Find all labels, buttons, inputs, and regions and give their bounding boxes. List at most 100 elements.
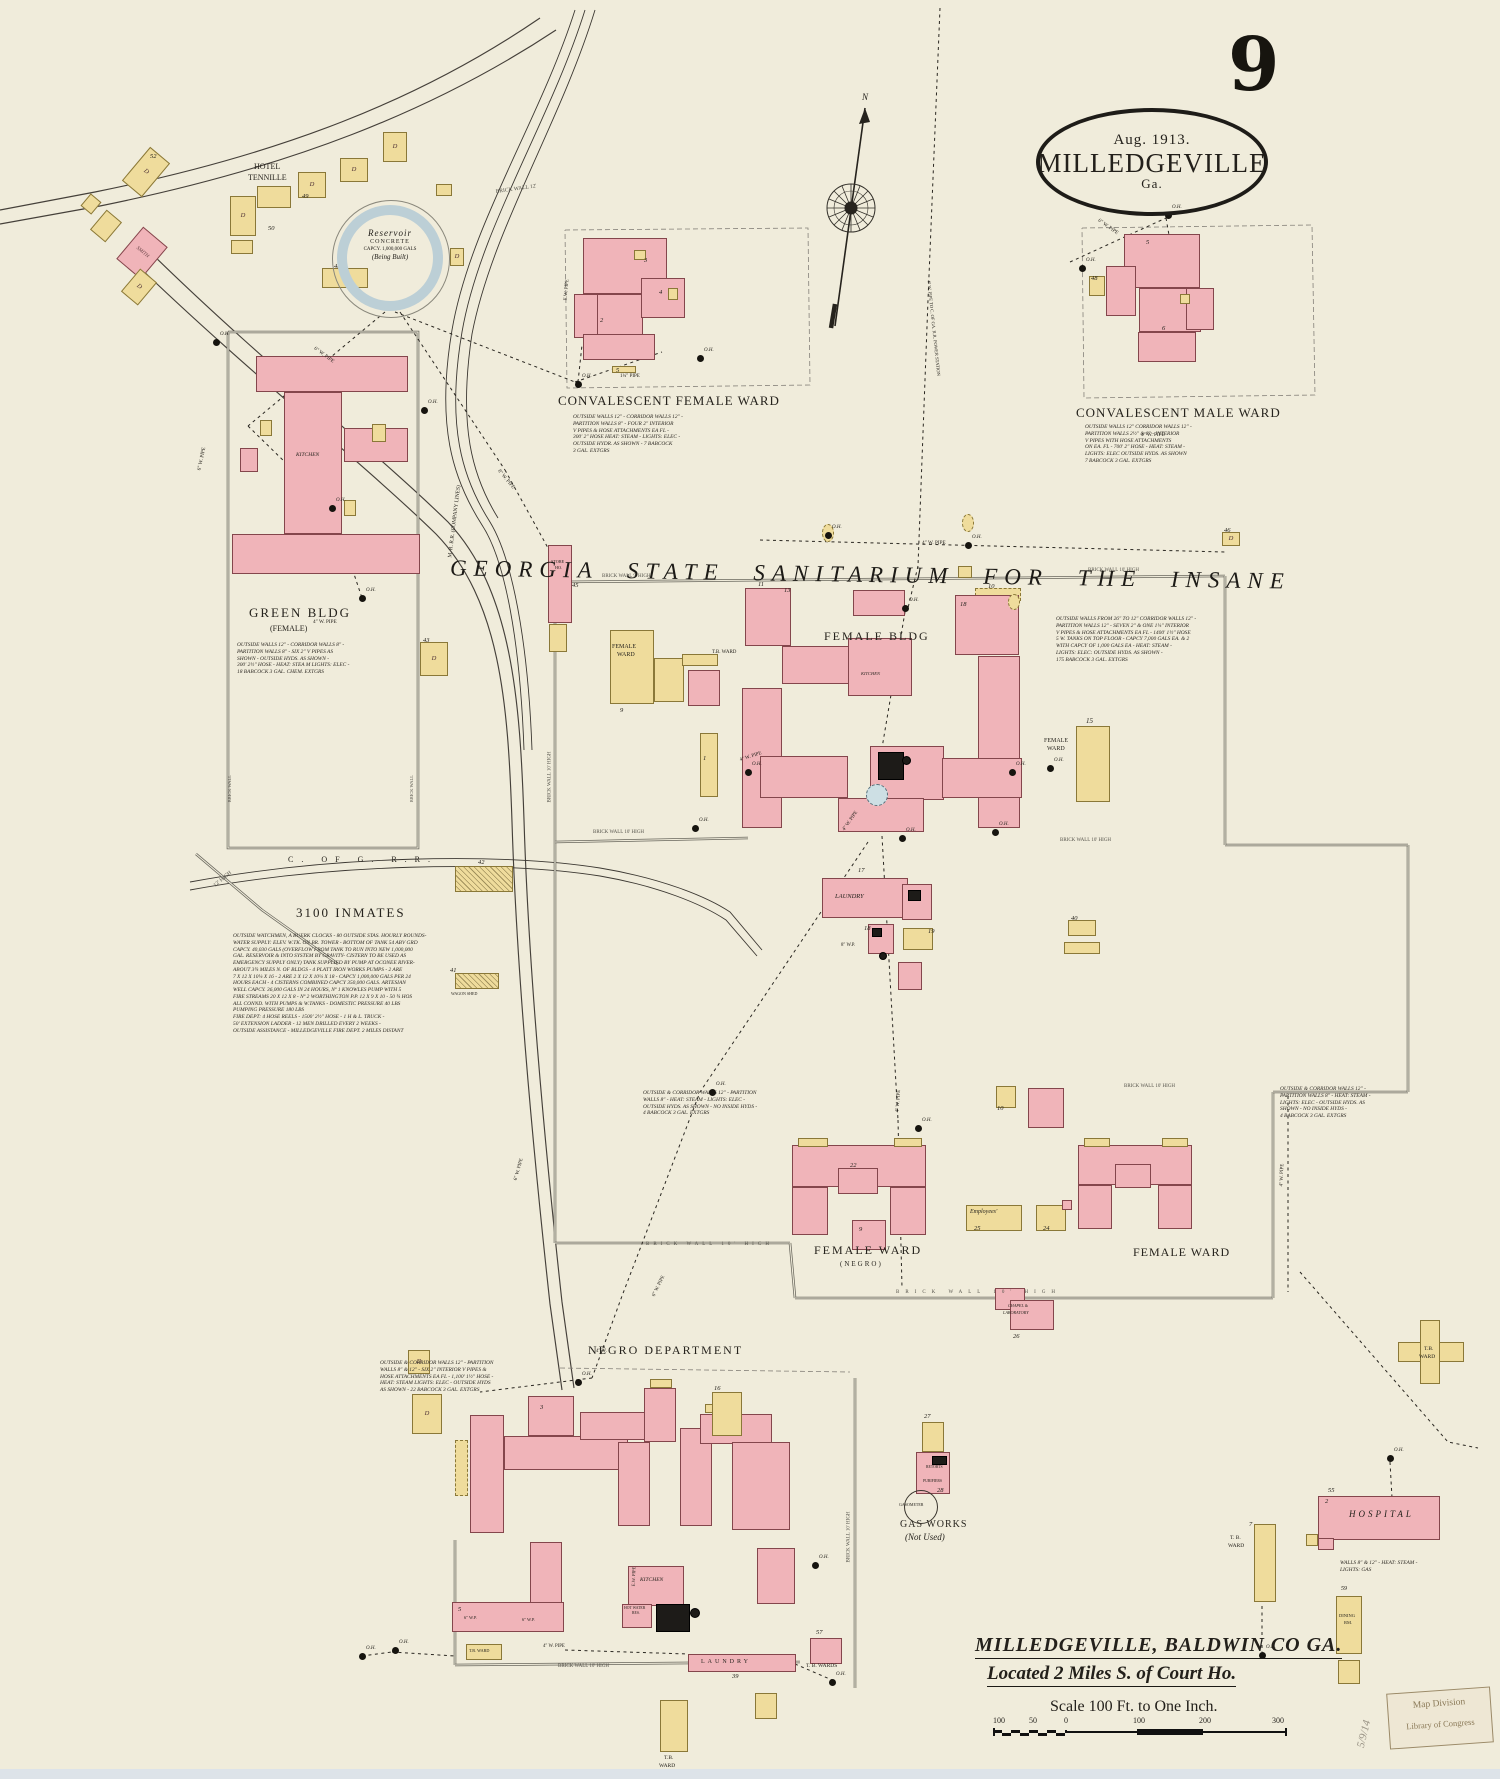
note-line: OUTSIDE & CORRIDOR WALLS 12″ - xyxy=(1280,1086,1366,1092)
map-label: 26 xyxy=(1013,1333,1020,1340)
map-label: FEMALE WARD xyxy=(1133,1245,1231,1259)
note-line: LIGHTS: ELEC - OUTSIDE HYDS. AS xyxy=(1280,1099,1365,1106)
map-label: 4″ W. PIPE xyxy=(922,540,946,546)
map-building xyxy=(1186,288,1214,330)
map-building xyxy=(853,590,905,616)
railroad-line xyxy=(445,9,576,751)
hydrant-label: O.H. xyxy=(1054,758,1064,763)
map-label: 3100 INMATES xyxy=(296,905,406,920)
building-number: D xyxy=(431,654,437,662)
note-line: WITH CAPCY OF 1,000 GALS EA - HEAT: STEA… xyxy=(1056,643,1172,649)
footer-location-title: MILLEDGEVILLE, BALDWIN CO GA. xyxy=(975,1634,1343,1659)
hydrant-label: O.H. xyxy=(1394,1448,1404,1453)
map-label: GAS WORKS xyxy=(900,1519,968,1530)
water-pipe xyxy=(907,565,919,609)
map-label: 40 xyxy=(1071,915,1078,922)
map-label: LAUNDRY xyxy=(835,893,864,900)
map-building xyxy=(597,294,643,336)
note-line: 300' 2″ HOSE HEAT: STEAM - LIGHTS: ELEC … xyxy=(573,434,681,441)
map-label: 55 xyxy=(1328,1487,1335,1494)
hydrant-label: O.H. xyxy=(699,818,709,823)
map-label: BRICK WALL 9' HIGH xyxy=(602,574,651,579)
map-label: DINING xyxy=(1339,1613,1355,1618)
map-building xyxy=(455,866,513,892)
compass-north-label: N xyxy=(862,92,869,102)
hydrant-dot xyxy=(392,1647,399,1654)
map-building xyxy=(1078,1185,1112,1229)
map-building xyxy=(690,1608,700,1618)
railroad-line xyxy=(466,9,596,519)
map-label: WARD xyxy=(1047,746,1065,752)
hydrant-dot xyxy=(899,835,906,842)
map-building xyxy=(757,1548,795,1604)
map-building xyxy=(344,500,356,516)
map-building xyxy=(1420,1320,1440,1384)
female-bldg-notes: OUTSIDE WALLS FROM 26″ TO 12″ CORRIDOR W… xyxy=(1056,616,1246,663)
note-line: 7 BABCOCK 3 GAL. EXTGRS xyxy=(1085,457,1152,464)
map-building xyxy=(528,1396,574,1436)
map-label: T. B. xyxy=(1230,1535,1241,1541)
map-label: HOTEL xyxy=(254,162,281,171)
hydrant-label: O.H. xyxy=(922,1118,932,1123)
reservoir-capacity: CAPCY. 1,000,000 GALS xyxy=(363,246,417,252)
hospital-notes: WALLS 8″ & 12″ - HEAT: STEAM -LIGHTS: GA… xyxy=(1340,1560,1440,1574)
map-label: FEMALE BLDG xyxy=(824,629,930,643)
map-label: BRICK WALL xyxy=(408,774,414,803)
compass-rose xyxy=(826,107,876,329)
map-label: 27 xyxy=(924,1413,931,1420)
map-building xyxy=(732,1442,790,1530)
map-building xyxy=(1338,1660,1360,1684)
map-building: D xyxy=(450,248,464,266)
map-building xyxy=(1124,234,1200,288)
note-line: 7 X 12 X 10¼ X 16 - 2 ARE 2 X 12 X 10¼ X… xyxy=(233,973,411,980)
water-pipe xyxy=(794,1663,833,1681)
map-label: (Not Used) xyxy=(905,1532,945,1542)
brick-wall-inner xyxy=(554,575,1226,583)
map-label: 4″ W. xyxy=(596,1349,607,1354)
map-building xyxy=(903,928,933,950)
hydrant-dot xyxy=(213,339,220,346)
map-label: 28 xyxy=(937,1487,944,1494)
map-label: BRICK WALL 10' HIGH xyxy=(593,830,645,835)
map-building xyxy=(712,1392,742,1436)
brick-wall-inner xyxy=(195,853,339,965)
map-label: 11 xyxy=(758,581,765,588)
note-line: OUTSIDE HYDS. AS SHOWN - NO INSIDE HYDS … xyxy=(643,1103,758,1110)
map-label: 4″ W. PIPE xyxy=(313,619,337,625)
map-building xyxy=(260,420,272,436)
library-stamp: Map Division Library of Congress xyxy=(1386,1686,1494,1750)
map-label: RES. xyxy=(632,1611,640,1615)
map-label: 13 xyxy=(784,587,791,594)
map-building xyxy=(688,1654,796,1672)
map-label: KITCHEN xyxy=(861,671,881,676)
map-label: CHAPEL & xyxy=(1008,1303,1029,1308)
map-label: 4″ W. PIPE xyxy=(1141,432,1165,438)
map-building xyxy=(810,1638,842,1664)
map-label: 16 xyxy=(714,1385,721,1392)
map-building xyxy=(996,1086,1016,1108)
map-building xyxy=(898,962,922,990)
map-label: HOSPITAL xyxy=(1349,1509,1414,1519)
hydrant-label: O.H. xyxy=(704,348,714,353)
map-building xyxy=(654,658,684,702)
map-building xyxy=(574,294,598,338)
map-building xyxy=(1062,1200,1072,1210)
map-label: FEMALE WARD xyxy=(814,1243,923,1257)
map-building xyxy=(452,1602,564,1632)
scale-bar-cap xyxy=(993,1728,995,1736)
map-building xyxy=(932,1456,947,1465)
map-building xyxy=(958,566,972,578)
water-pipe xyxy=(564,1649,689,1655)
map-label: T. B. WARDS xyxy=(806,1663,838,1669)
map-label: BRICK WALL 10' HIGH xyxy=(547,751,553,803)
note-line: WALLS 8″ & 12″ - HEAT: STEAM - xyxy=(1340,1560,1418,1566)
map-building xyxy=(455,1440,468,1496)
note-line: V PIPES & HOSE ATTACHMENTS EA FL - xyxy=(573,427,669,434)
scale-bar-cap xyxy=(1285,1728,1287,1736)
note-line: OUTSIDE WALLS 12″ - CORRIDOR WALLS 12″ - xyxy=(573,414,683,420)
water-pipe xyxy=(1069,217,1167,263)
note-line: PARTITION WALLS 8″ - HEAT: STEAM - xyxy=(1280,1092,1371,1099)
map-building xyxy=(232,534,420,574)
map-building xyxy=(798,1138,828,1147)
note-line: OUTSIDE & CORRIDOR WALLS 12″ - PARTITION xyxy=(380,1360,494,1366)
